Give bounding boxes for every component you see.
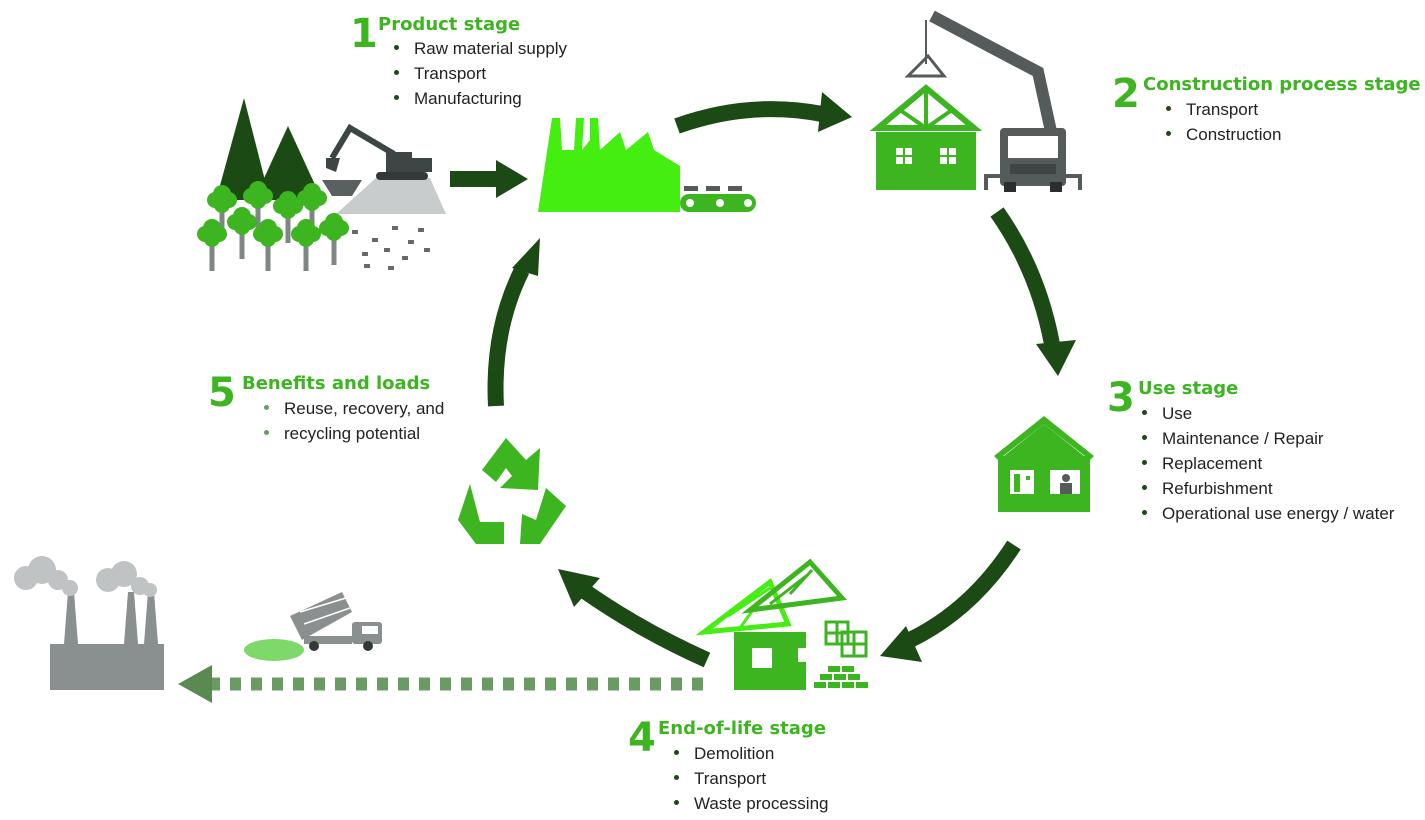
- list-item: Operational use energy / water: [1142, 501, 1394, 526]
- stage-title: End-of-life stage: [658, 718, 827, 739]
- stage-items: Demolition Transport Waste processing: [674, 741, 828, 816]
- recycle-icon: [458, 438, 566, 544]
- stage-title: Product stage: [378, 14, 521, 35]
- stage-number: 5: [208, 370, 236, 416]
- list-item: Waste processing: [674, 791, 828, 816]
- cycle-arrow-2-to-3: [990, 207, 1076, 376]
- factory-icon: [538, 118, 756, 212]
- stage-title: Use stage: [1138, 378, 1239, 399]
- list-item: Use: [1142, 401, 1394, 426]
- list-item: Manufacturing: [394, 86, 567, 111]
- dump-truck-icon: [244, 592, 382, 661]
- stage-items: Reuse, recovery, and recycling potential: [264, 396, 444, 446]
- list-item: Maintenance / Repair: [1142, 426, 1394, 451]
- arrow-forest-to-factory: [450, 160, 528, 198]
- list-item: Reuse, recovery, and: [264, 396, 444, 421]
- list-item: Replacement: [1142, 451, 1394, 476]
- cycle-arrow-1-to-2: [674, 92, 852, 134]
- list-item: Refurbishment: [1142, 476, 1394, 501]
- list-item: recycling potential: [264, 421, 444, 446]
- house-icon: [994, 416, 1094, 512]
- cycle-arrow-3-to-4: [880, 540, 1021, 662]
- list-item: Transport: [674, 766, 828, 791]
- forest-icon: [197, 98, 446, 271]
- stage-items: Transport Construction: [1166, 97, 1281, 147]
- list-item: Raw material supply: [394, 36, 567, 61]
- stage-number: 1: [350, 11, 378, 57]
- list-item: Demolition: [674, 741, 828, 766]
- stage-number: 3: [1107, 375, 1135, 421]
- cycle-arrow-5-to-1: [487, 238, 540, 407]
- list-item: Transport: [394, 61, 567, 86]
- cycle-arrow-4-to-5: [558, 569, 711, 668]
- list-item: Transport: [1166, 97, 1281, 122]
- stage-items: Use Maintenance / Repair Replacement Ref…: [1142, 401, 1394, 526]
- stage-items: Raw material supply Transport Manufactur…: [394, 36, 567, 111]
- excavator-icon: [326, 123, 432, 180]
- crane-house-icon: [869, 10, 1082, 192]
- dotted-arrow-to-power-plant: [178, 665, 703, 703]
- power-plant-icon: [14, 556, 164, 690]
- stage-number: 4: [628, 715, 656, 761]
- list-item: Construction: [1166, 122, 1281, 147]
- stage-title: Benefits and loads: [242, 373, 431, 394]
- demolition-icon: [695, 558, 868, 690]
- stage-number: 2: [1112, 71, 1140, 117]
- stage-title: Construction process stage: [1143, 74, 1421, 95]
